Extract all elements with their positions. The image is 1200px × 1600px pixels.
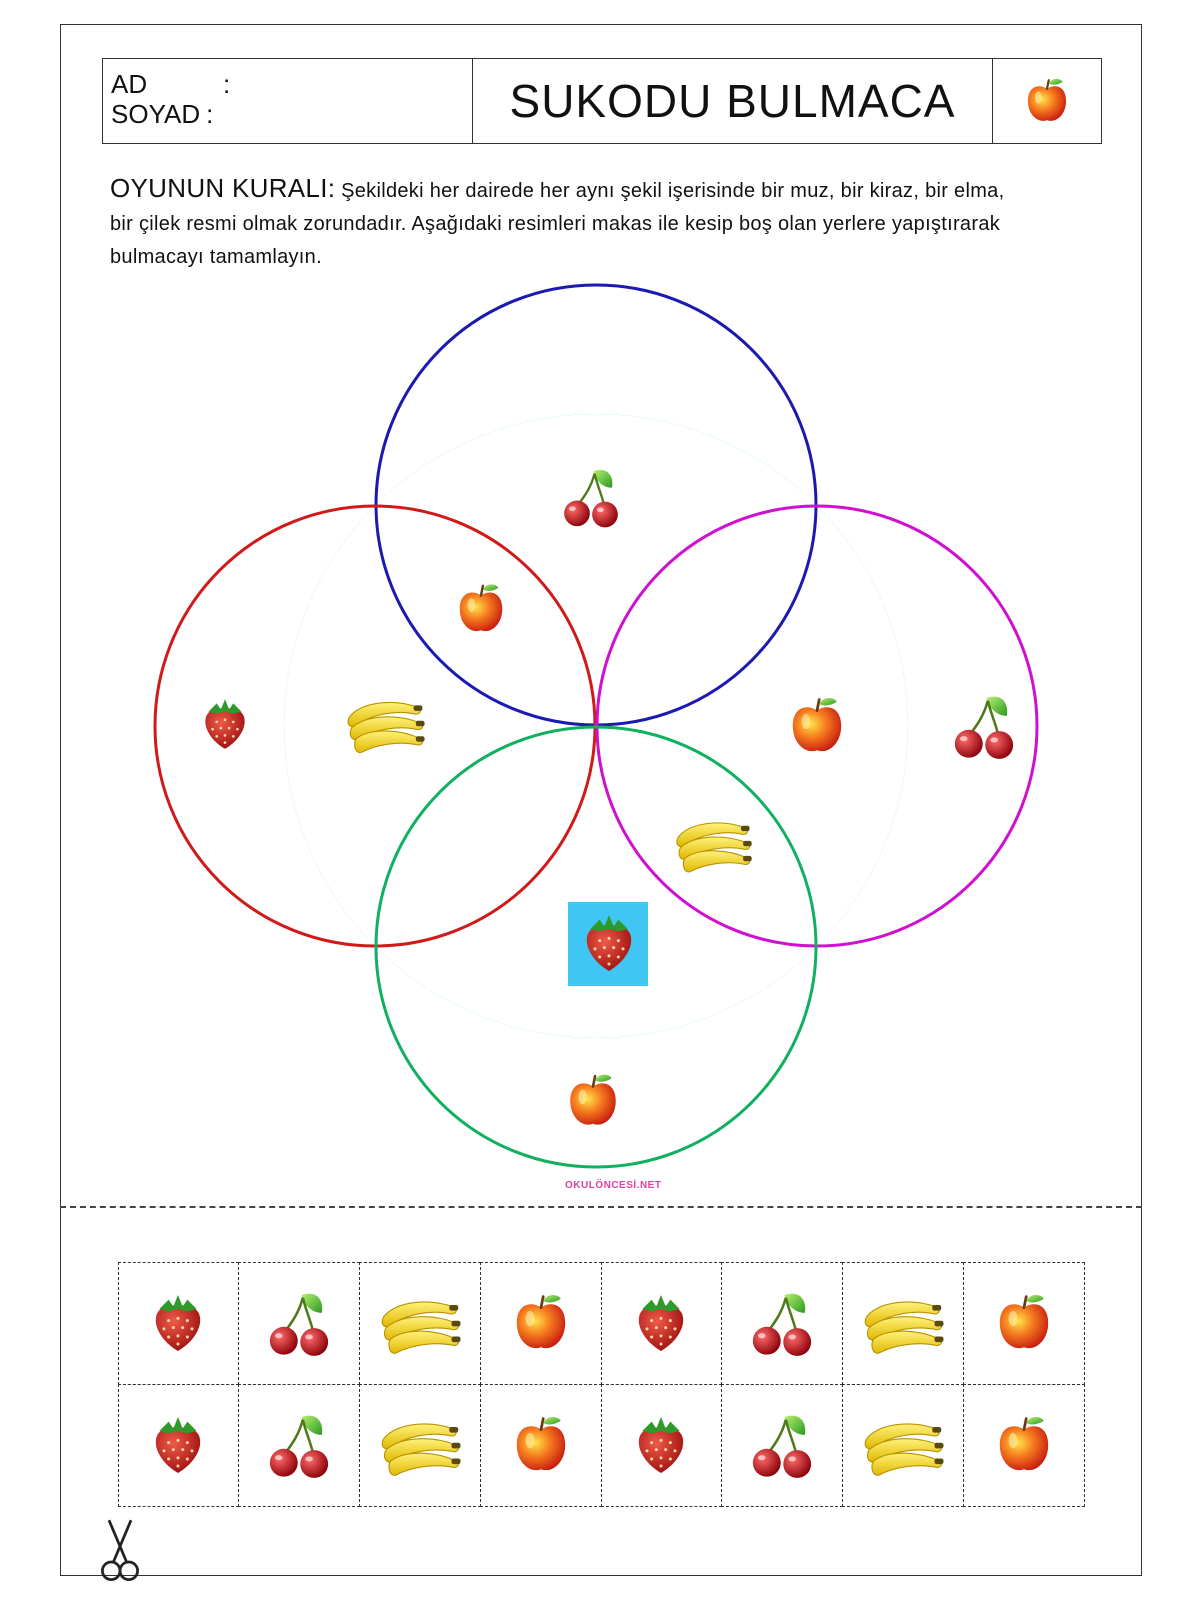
cutout-piece[interactable] (359, 1261, 481, 1385)
cut-line (60, 1206, 1142, 1208)
cutout-piece[interactable] (842, 1261, 964, 1385)
scissors-icon (98, 1518, 142, 1584)
rules-title: OYUNUN KURALI: (110, 173, 336, 203)
name-label: AD (111, 69, 148, 99)
name-colon: : (223, 69, 231, 99)
cutout-piece[interactable] (962, 1261, 1085, 1385)
cherry-icon (744, 1405, 820, 1485)
strawberry-icon (626, 1405, 696, 1485)
cutout-piece[interactable] (600, 1261, 723, 1385)
strawberry-icon (626, 1283, 696, 1363)
cutout-piece[interactable] (359, 1383, 481, 1507)
cherry-icon (261, 1405, 337, 1485)
cutout-piece[interactable] (479, 1383, 602, 1507)
strawberry-icon (143, 1283, 213, 1363)
cutout-piece[interactable] (238, 1383, 360, 1507)
surname-label: SOYAD (111, 99, 201, 129)
cutout-piece[interactable] (479, 1261, 602, 1385)
cutout-piece[interactable] (238, 1261, 360, 1385)
cutout-piece[interactable] (721, 1383, 843, 1507)
apple-icon (508, 1283, 574, 1363)
apple-icon (508, 1405, 574, 1485)
strawberry-icon (205, 699, 245, 749)
header-table: AD : SOYAD : SUKODU BULMACA (102, 58, 1102, 144)
cutout-piece[interactable] (117, 1261, 240, 1385)
apple-icon (991, 1283, 1057, 1363)
cutout-piece[interactable] (962, 1383, 1085, 1507)
cutout-piece[interactable] (721, 1261, 843, 1385)
cherry-icon (744, 1283, 820, 1363)
apple-icon (568, 1073, 618, 1127)
bottom-circle (374, 725, 818, 1169)
cutout-piece[interactable] (600, 1383, 723, 1507)
banana-icon (375, 1285, 465, 1361)
rules-body: Şekildeki her dairede her aynı şekil işe… (110, 180, 1005, 268)
surname-colon: : (206, 99, 214, 129)
apple-icon (991, 1405, 1057, 1485)
rules-text: OYUNUN KURALI: Şekildeki her dairede her… (110, 172, 1010, 274)
cherry-icon (261, 1283, 337, 1363)
cherry-icon (953, 695, 1015, 761)
strawberry-icon (143, 1405, 213, 1485)
page-title: SUKODU BULMACA (473, 59, 993, 143)
name-cell: AD : SOYAD : (103, 59, 473, 143)
watermark: OKULÖNCESİ.NET (565, 1180, 662, 1191)
cutout-grid (117, 1261, 1085, 1507)
banana-icon (858, 1407, 948, 1483)
banana-icon (858, 1285, 948, 1361)
banana-icon (375, 1407, 465, 1483)
page-frame (60, 24, 1142, 1576)
cutout-piece[interactable] (117, 1383, 240, 1507)
cutout-piece[interactable] (842, 1383, 964, 1507)
